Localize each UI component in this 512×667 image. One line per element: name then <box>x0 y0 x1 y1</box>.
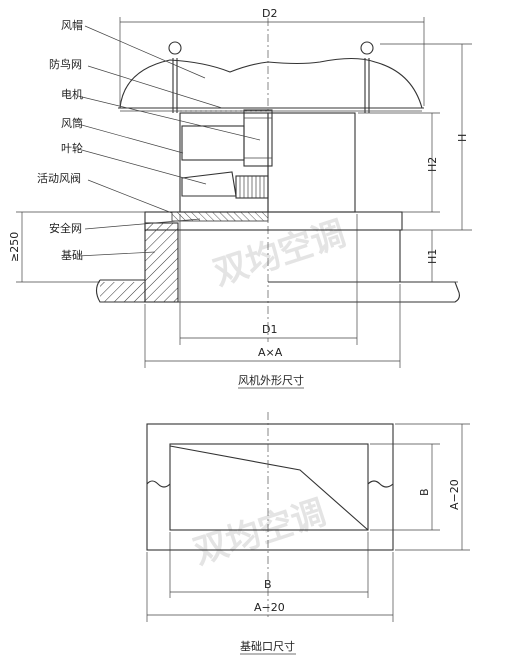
foundation-opening <box>169 443 369 531</box>
label-safety-net: 安全网 <box>49 221 82 235</box>
break-line-left <box>146 480 171 488</box>
foundation-outer <box>146 423 394 551</box>
dim-axa: A×A <box>258 346 283 359</box>
fan-tube-right <box>267 112 356 213</box>
dim-h: H <box>456 134 469 142</box>
dim-h1: H1 <box>426 249 439 264</box>
lifting-eye-left <box>168 41 182 55</box>
dim-min-height: ≥250 <box>8 232 21 262</box>
label-impeller: 叶轮 <box>61 141 83 155</box>
dim-d2: D2 <box>262 7 277 20</box>
leader-lines <box>77 25 261 257</box>
watermark-bottom: 双均空调 <box>189 492 331 572</box>
fan-tube-left <box>179 112 269 213</box>
dim-b-horizontal: B <box>264 578 272 591</box>
dim-b-vertical: B <box>418 488 431 496</box>
impeller-coil <box>239 176 265 198</box>
label-fan-tube: 风筒 <box>61 116 83 130</box>
label-foundation: 基础 <box>61 249 83 262</box>
label-bird-net: 防鸟网 <box>49 57 82 71</box>
label-fan-cap: 风帽 <box>61 19 83 32</box>
top-view: 风帽 防鸟网 电机 风筒 叶轮 活动风阀 安全网 基础 D2 H H2 H1 ≥… <box>8 7 472 389</box>
caption-fan-outline: 风机外形尺寸 <box>238 373 304 387</box>
break-line-right <box>367 480 394 488</box>
foundation-wall-left <box>144 222 179 303</box>
label-movable-damper: 活动风阀 <box>37 171 81 185</box>
dim-d1: D1 <box>262 323 277 336</box>
dim-h2: H2 <box>426 157 439 172</box>
fan-cap-left <box>119 59 269 109</box>
dim-a20-vertical: A−20 <box>448 479 461 510</box>
plinth-hatch <box>100 282 145 302</box>
fan-cap-right <box>267 57 423 109</box>
dim-a20-horizontal: A−20 <box>254 601 285 614</box>
caption-foundation-opening: 基础口尺寸 <box>240 639 295 653</box>
motor-housing <box>181 125 245 161</box>
svg-text:双均空调: 双均空调 <box>189 492 331 572</box>
safety-net-plate <box>171 211 269 222</box>
label-motor: 电机 <box>61 87 83 101</box>
slope-line <box>169 445 369 531</box>
bottom-view: B A−20 B A−20 基础口尺寸 <box>146 412 470 655</box>
lifting-eye-right <box>360 41 374 55</box>
base-plinth <box>100 279 461 303</box>
impeller-blade <box>181 171 237 197</box>
